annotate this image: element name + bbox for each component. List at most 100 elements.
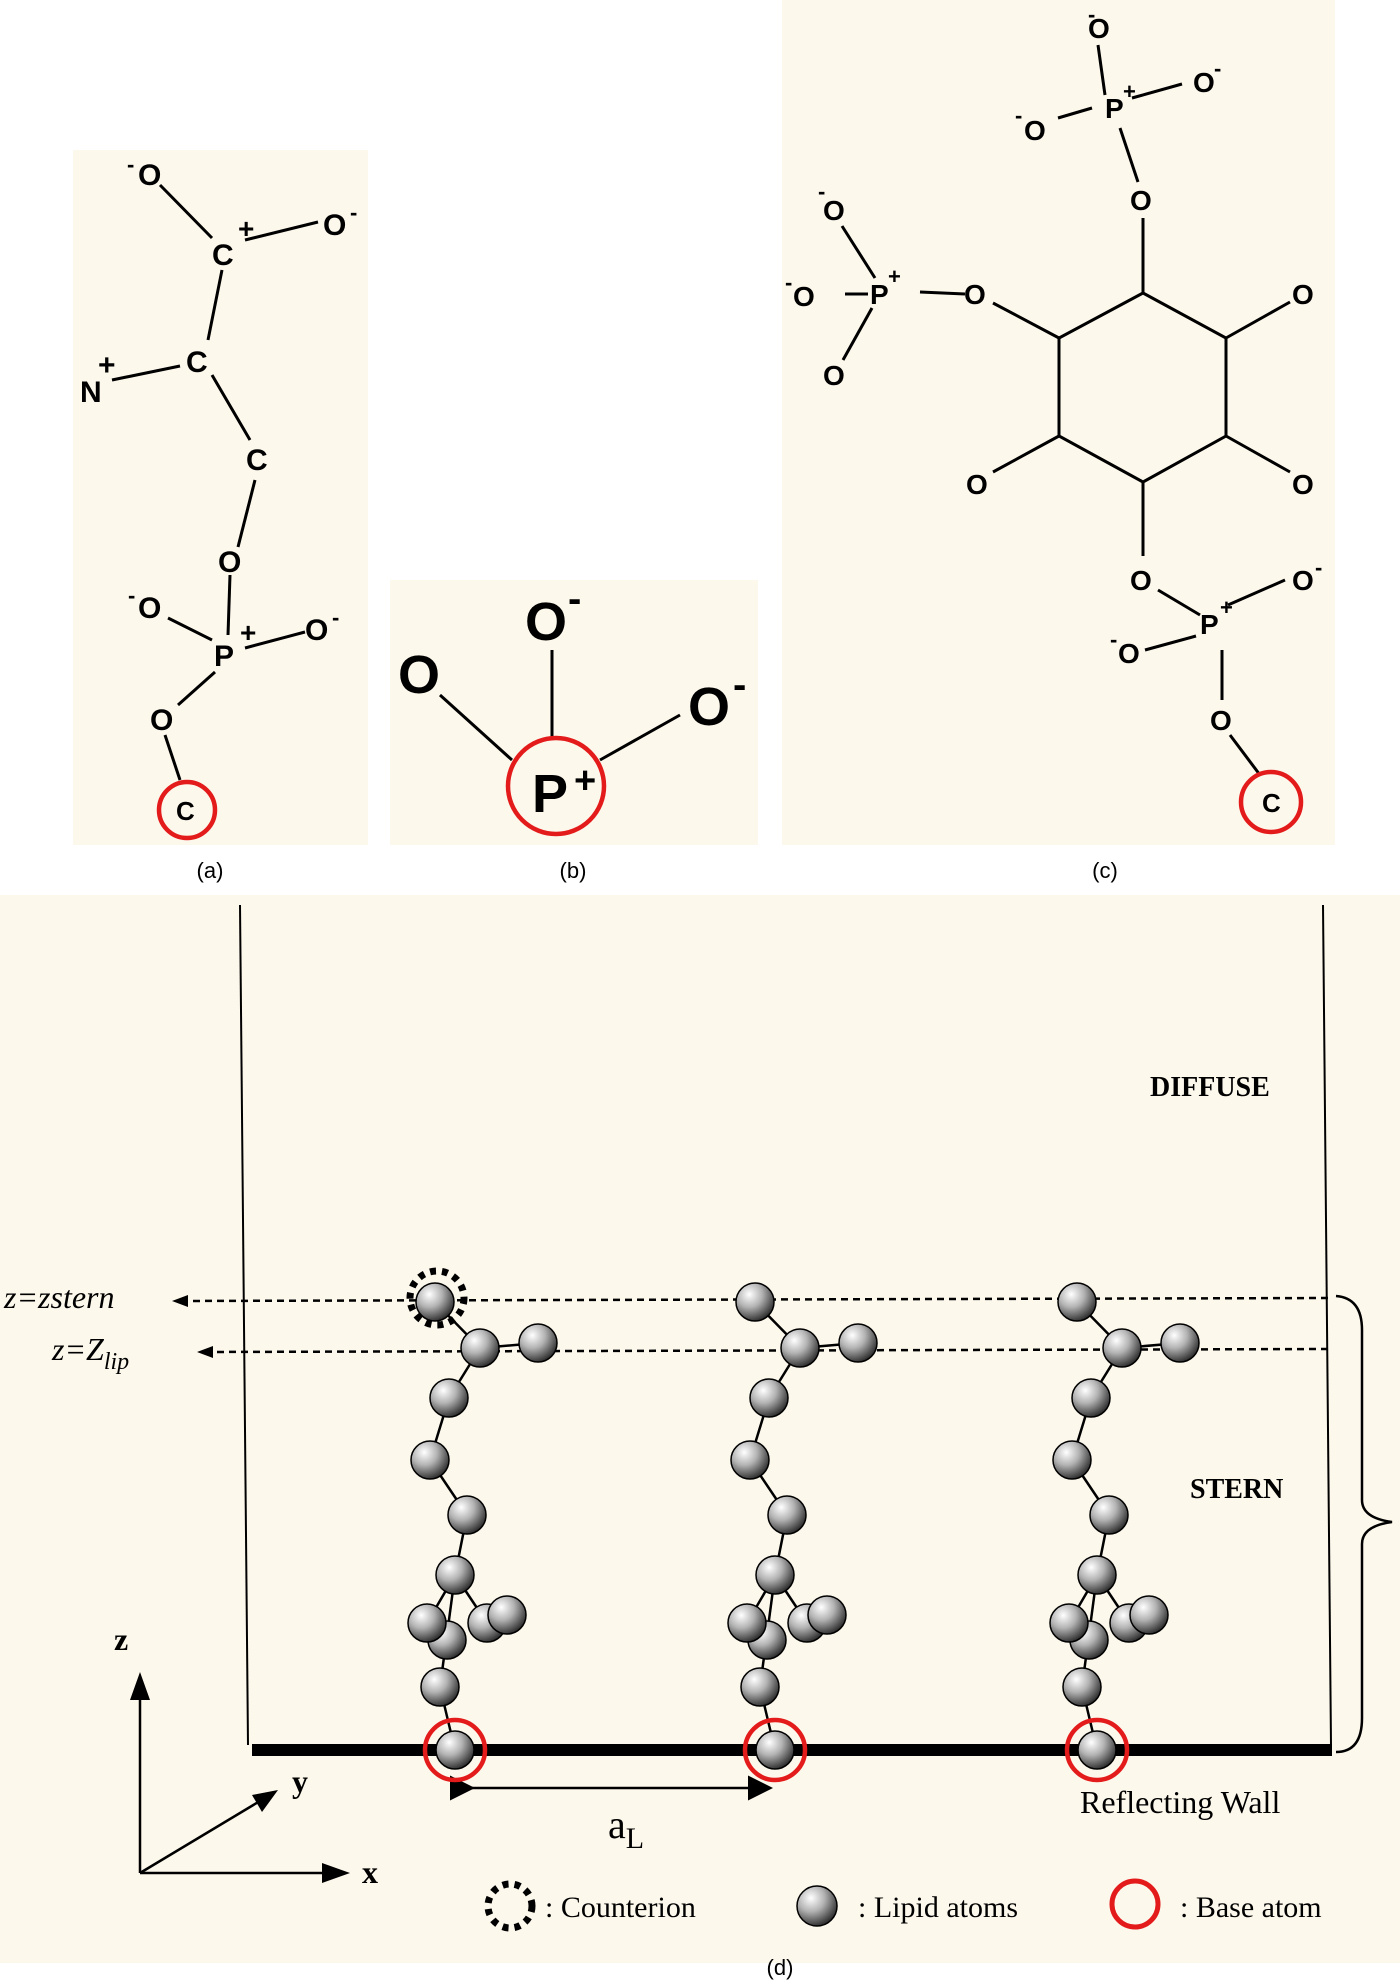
oxygen-atom: O: [1130, 565, 1152, 596]
legend-lipid-icon: [796, 1885, 838, 1927]
box-left-wall: [239, 904, 249, 1746]
lipid-atom: [1062, 1667, 1102, 1707]
lipid-atom: [807, 1595, 847, 1635]
lipid-atom: [727, 1603, 767, 1643]
y-axis-label: y: [292, 1763, 308, 1799]
reflecting-wall-label: Reflecting Wall: [1080, 1784, 1280, 1820]
base-atom-ring: [156, 779, 218, 841]
lipid-atom: [1102, 1328, 1142, 1368]
base-atom: [755, 1730, 795, 1770]
base-atom-ring: [1064, 1717, 1130, 1783]
oxygen-atom: O: [964, 279, 986, 310]
panel-a-caption: (a): [197, 858, 224, 883]
y-axis: [139, 1793, 271, 1875]
lipid-atom: [749, 1378, 789, 1418]
z-axis-label: z: [114, 1621, 128, 1657]
zlip-label-main: z=Z: [51, 1331, 105, 1367]
lipid-atom: [1129, 1595, 1169, 1635]
charge-label: -: [568, 577, 581, 621]
lipid-atom: [420, 1667, 460, 1707]
charge-label: +: [240, 617, 256, 648]
charge-label: -: [1015, 103, 1022, 128]
panel-b-caption: (b): [560, 858, 587, 883]
zstern-arrowhead: [172, 1295, 188, 1307]
spacing-label-main: a: [608, 1802, 626, 1847]
spacing-subscript: L: [626, 1822, 644, 1855]
legend-base-label: : Base atom: [1180, 1891, 1322, 1924]
charge-label: -: [332, 605, 339, 630]
oxygen-atom: O: [305, 614, 328, 647]
lipid-atom: [838, 1323, 878, 1363]
legend-base-icon: [1109, 1878, 1161, 1930]
charge-label: -: [127, 152, 134, 177]
stern-label: STERN: [1190, 1474, 1283, 1505]
charge-label: +: [98, 349, 116, 382]
zstern-label: z=zstern: [3, 1279, 115, 1315]
oxygen-atom: O: [1292, 469, 1314, 500]
lipid-atom: [518, 1323, 558, 1363]
lipid-molecule: [407, 1282, 558, 1783]
lipid-atom: [429, 1378, 469, 1418]
oxygen-atom: O: [966, 469, 988, 500]
oxygen-atom: O: [823, 360, 845, 391]
oxygen-atom: O: [823, 195, 845, 226]
lipid-atom: [1052, 1440, 1092, 1480]
zlip-arrowhead: [197, 1346, 213, 1358]
lipid-atom: [755, 1555, 795, 1595]
charge-label: -: [128, 583, 135, 608]
panel-d: DIFFUSE STERN z=zstern z=Zlip Reflecting…: [0, 895, 1400, 1963]
base-atom-ring: [742, 1717, 808, 1783]
lipid-atom: [1160, 1323, 1200, 1363]
oxygen-atom: O: [525, 592, 567, 652]
lipid-atom: [410, 1440, 450, 1480]
phosphorus-atom: P: [1105, 93, 1124, 124]
lipid-atom: [1049, 1603, 1089, 1643]
oxygen-atom: O: [1088, 13, 1110, 44]
box-right-wall: [1322, 904, 1332, 1746]
charge-label: +: [574, 760, 596, 802]
charge-label: -: [818, 179, 825, 204]
lipid-atom: [730, 1440, 770, 1480]
charge-label: -: [1110, 627, 1117, 652]
phosphorus-atom: P: [214, 640, 234, 673]
oxygen-atom: O: [150, 704, 173, 737]
oxygen-atom: O: [1292, 565, 1314, 596]
charge-label: -: [1214, 56, 1221, 81]
lipid-atom: [735, 1282, 775, 1322]
lipid-atom: [1077, 1555, 1117, 1595]
base-atom: [435, 1730, 475, 1770]
charge-label: -: [350, 200, 357, 225]
oxygen-atom: O: [793, 281, 815, 312]
legend-counterion-icon: [484, 1880, 536, 1932]
oxygen-atom: O: [323, 209, 346, 242]
panel-d-caption: (d): [767, 1955, 794, 1980]
carbon-atom: C: [246, 444, 268, 477]
lipid-molecule: [727, 1282, 878, 1783]
panel-c-caption: (c): [1092, 858, 1118, 883]
oxygen-atom: O: [1193, 67, 1215, 98]
oxygen-atom: O: [138, 592, 161, 625]
x-axis-arrowhead: [322, 1863, 350, 1883]
lipid-atom: [1071, 1378, 1111, 1418]
stern-region-brace: [1335, 1294, 1393, 1754]
lipid-atom: [767, 1495, 807, 1535]
oxygen-atom: O: [688, 677, 730, 737]
panel-a: - O C + O - N + C C O - O P + O - O C: [73, 150, 368, 845]
oxygen-atom: O: [138, 159, 161, 192]
nitrogen-atom: N: [80, 376, 102, 409]
oxygen-atom: O: [1118, 638, 1140, 669]
zlip-subscript: lip: [104, 1349, 129, 1375]
charge-label: +: [888, 264, 901, 289]
lipid-atom: [740, 1667, 780, 1707]
x-axis-label: x: [362, 1854, 378, 1890]
lipid-atom: [780, 1328, 820, 1368]
y-axis-arrowhead: [252, 1790, 278, 1812]
charge-label: -: [1315, 555, 1322, 580]
spacing-label: aL: [608, 1802, 644, 1855]
lipid-molecule: [1049, 1282, 1200, 1783]
phosphorus-atom: P: [532, 764, 568, 824]
lipid-atom: [1057, 1282, 1097, 1322]
carbon-atom: C: [186, 346, 208, 379]
phosphorus-atom: P: [1200, 609, 1219, 640]
